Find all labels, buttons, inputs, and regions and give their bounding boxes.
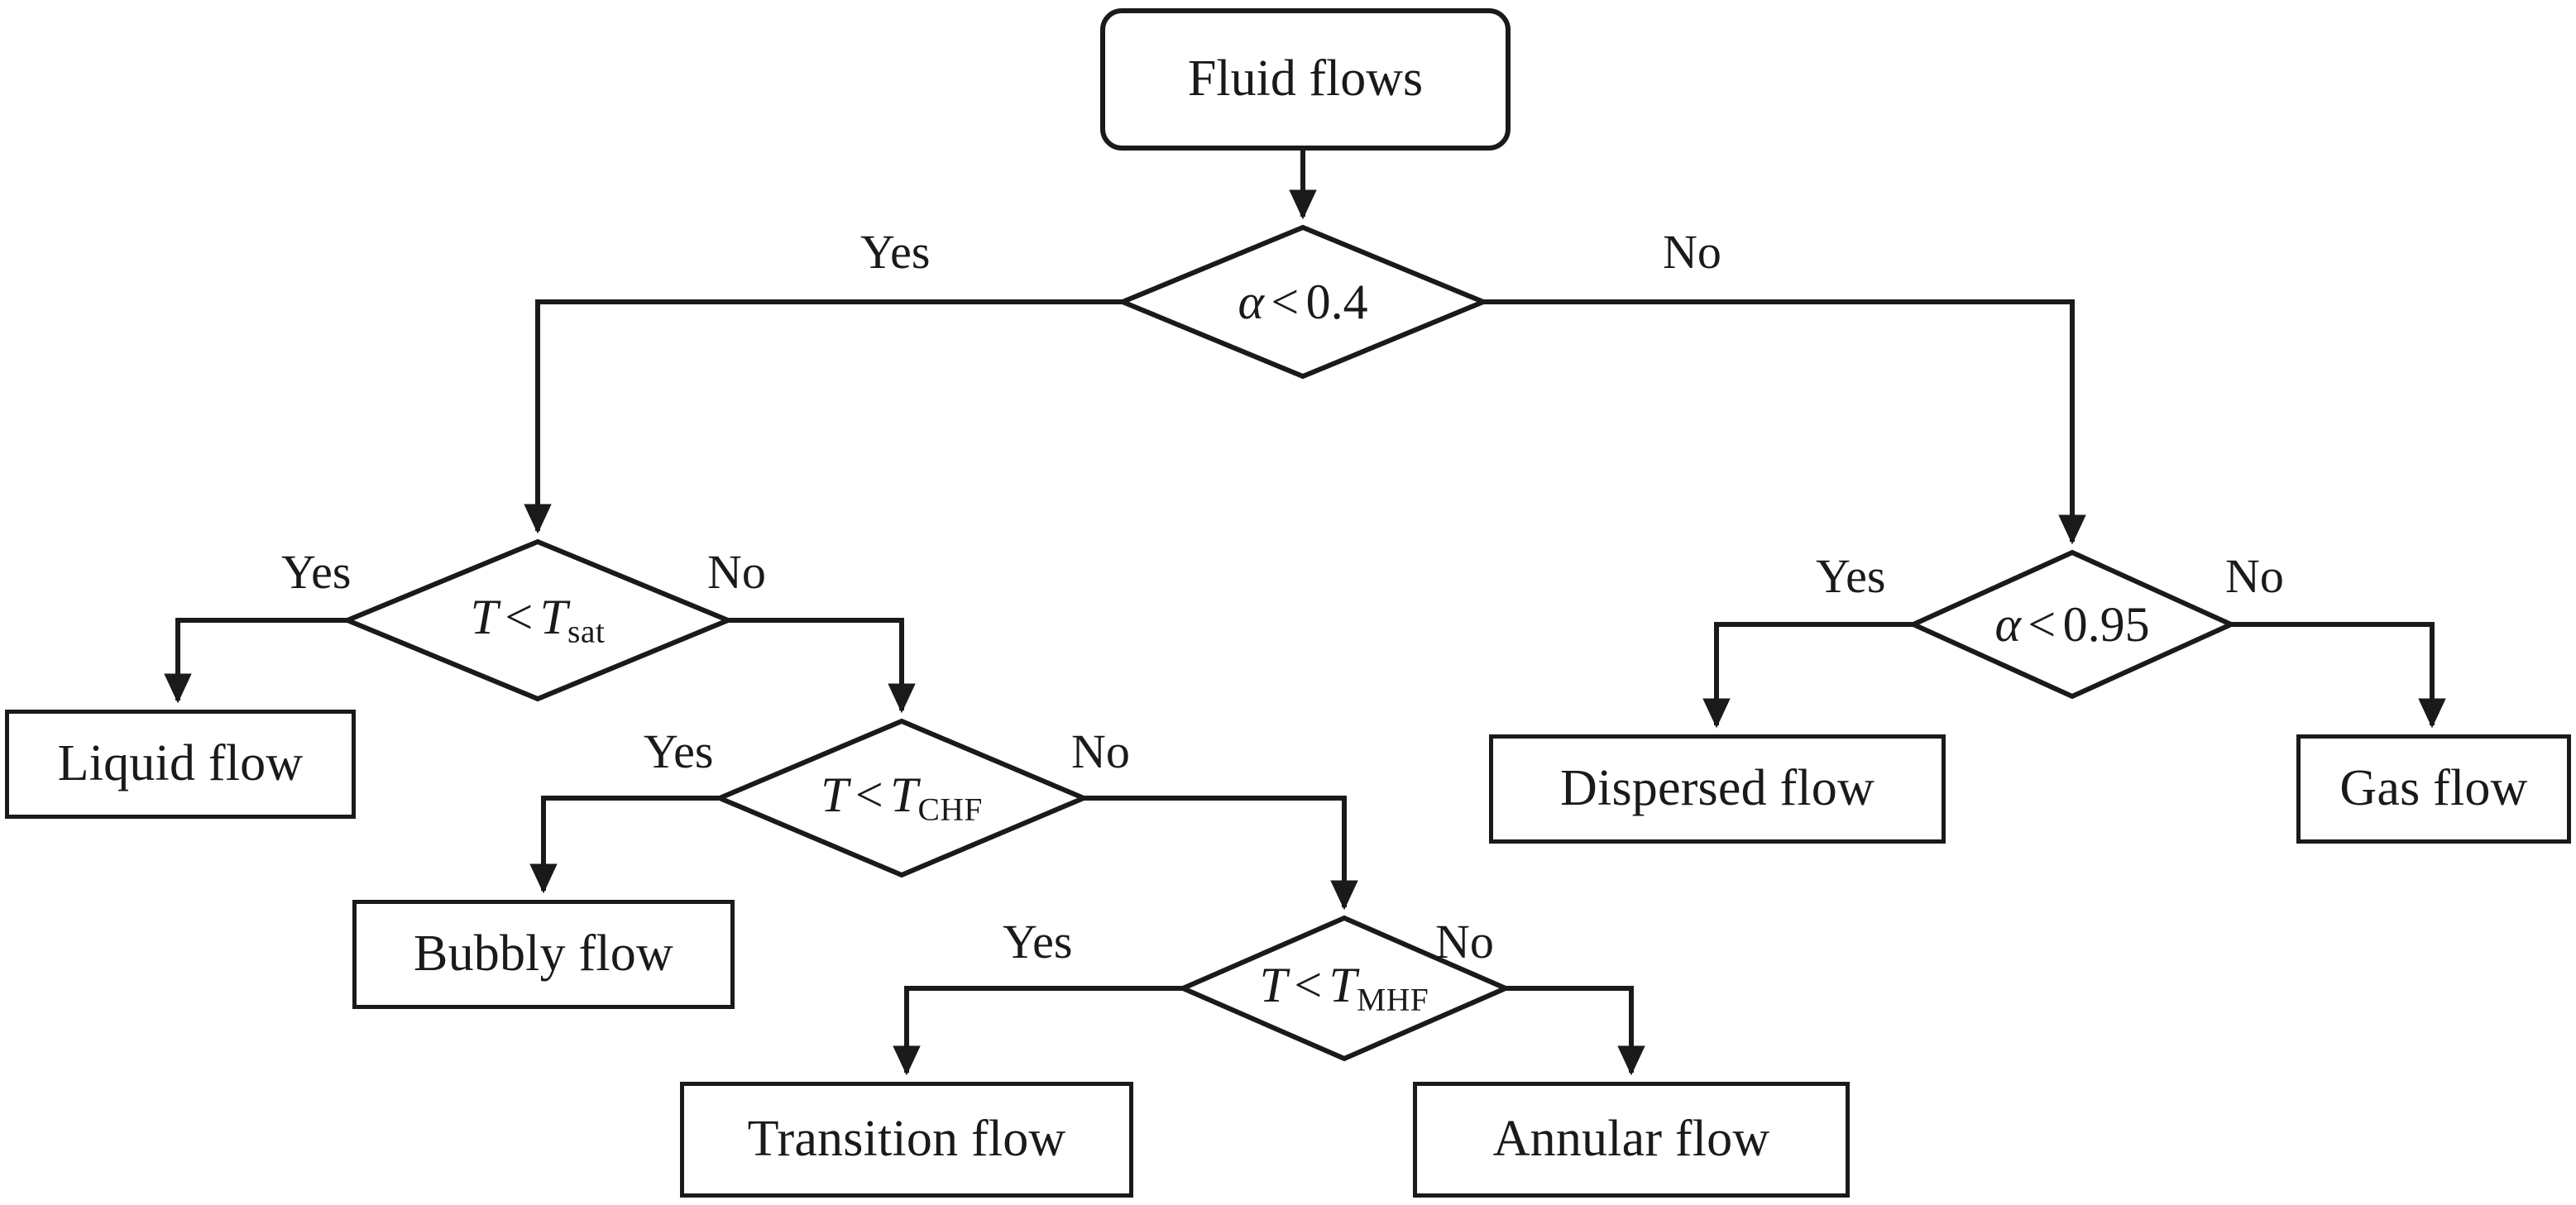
outcome-transition-flow[interactable]: Transition flow <box>680 1082 1133 1198</box>
edge-alpha095-yes <box>1702 622 1913 729</box>
decision-t-sat-rhs-var: T <box>539 590 567 645</box>
outcome-transition-flow-label: Transition flow <box>747 1111 1066 1168</box>
edge-label-tchf-no: No <box>1071 724 1130 778</box>
outcome-annular-flow[interactable]: Annular flow <box>1413 1082 1850 1198</box>
decision-t-sat-var: T <box>470 590 498 645</box>
outcome-liquid-flow[interactable]: Liquid flow <box>5 710 356 819</box>
node-fluid-flows[interactable]: Fluid flows <box>1100 8 1511 151</box>
edge-tmhf-yes <box>893 986 1183 1076</box>
decision-alpha-095-value: 0.95 <box>2062 597 2150 652</box>
decision-t-sat-op: < <box>505 590 534 645</box>
decision-t-chf-var: T <box>821 767 849 823</box>
decision-t-mhf-rhs-subscript: MHF <box>1357 981 1429 1018</box>
decision-t-chf-rhs-var: T <box>890 767 918 823</box>
outcome-gas-flow-label: Gas flow <box>2339 760 2528 817</box>
outcome-gas-flow[interactable]: Gas flow <box>2296 734 2571 844</box>
edge-label-tsat-yes: Yes <box>281 545 352 599</box>
decision-alpha-095-expression: α<0.95 <box>1994 600 2149 649</box>
edge-alpha04-no <box>1483 299 2086 545</box>
decision-t-chf-op: < <box>855 767 883 823</box>
decision-t-less-than-t-sat[interactable]: T<Tsat <box>347 542 728 699</box>
decision-t-sat-expression: T<Tsat <box>471 592 606 648</box>
edge-label-tmhf-yes: Yes <box>1003 915 1073 968</box>
decision-alpha-04-var: α <box>1238 275 1264 329</box>
decision-t-chf-expression: T<TCHF <box>821 770 983 826</box>
decision-t-less-than-t-chf[interactable]: T<TCHF <box>720 721 1084 875</box>
decision-t-sat-rhs-subscript: sat <box>567 613 606 650</box>
decision-t-mhf-var: T <box>1259 958 1288 1013</box>
edge-alpha095-no <box>2231 622 2446 729</box>
edge-label-alpha04-no: No <box>1663 225 1721 279</box>
edge-label-alpha095-yes: Yes <box>1816 549 1886 603</box>
edge-label-tchf-yes: Yes <box>644 724 714 778</box>
edge-tchf-no <box>1084 796 1358 911</box>
decision-t-mhf-expression: T<TMHF <box>1260 960 1429 1016</box>
edge-tsat-no <box>728 618 916 714</box>
decision-t-less-than-t-mhf[interactable]: T<TMHF <box>1183 918 1506 1059</box>
decision-alpha-04-value: 0.4 <box>1305 275 1368 329</box>
edge-label-tmhf-no: No <box>1435 915 1494 968</box>
outcome-dispersed-flow-label: Dispersed flow <box>1560 760 1875 817</box>
node-fluid-flows-label: Fluid flows <box>1187 50 1424 108</box>
decision-alpha-04-op: < <box>1271 275 1300 329</box>
edge-label-alpha04-yes: Yes <box>860 225 931 279</box>
edge-tsat-yes <box>164 618 347 704</box>
decision-t-chf-rhs-subscript: CHF <box>917 791 983 828</box>
decision-alpha-less-than-0-95[interactable]: α<0.95 <box>1913 552 2231 696</box>
decision-t-mhf-rhs-var: T <box>1329 958 1357 1013</box>
outcome-annular-flow-label: Annular flow <box>1492 1111 1770 1168</box>
decision-alpha-less-than-0-4[interactable]: α<0.4 <box>1123 227 1483 376</box>
outcome-dispersed-flow[interactable]: Dispersed flow <box>1489 734 1946 844</box>
edge-tchf-yes <box>529 796 720 894</box>
edge-alpha04-yes <box>524 299 1123 534</box>
decision-alpha-095-op: < <box>2028 597 2056 652</box>
outcome-liquid-flow-label: Liquid flow <box>57 735 304 792</box>
decision-alpha-04-expression: α<0.4 <box>1238 277 1367 327</box>
outcome-bubbly-flow[interactable]: Bubbly flow <box>352 900 735 1009</box>
decision-alpha-095-var: α <box>1994 597 2021 652</box>
edge-tmhf-no <box>1506 986 1645 1076</box>
decision-t-mhf-op: < <box>1294 958 1323 1013</box>
outcome-bubbly-flow-label: Bubbly flow <box>414 925 673 983</box>
edge-label-alpha095-no: No <box>2225 549 2284 603</box>
edge-label-tsat-no: No <box>707 545 766 599</box>
